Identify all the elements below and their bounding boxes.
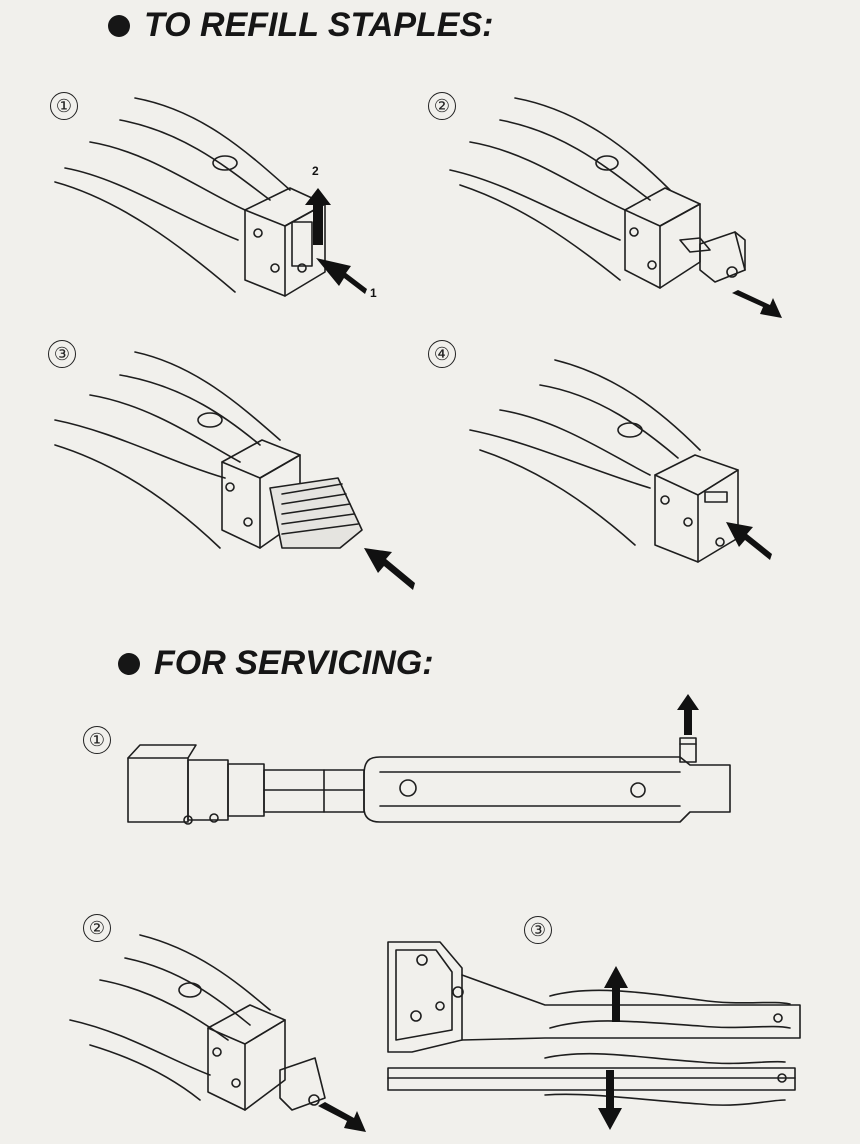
arrow-out-icon (732, 290, 782, 318)
refill-step-1-figure (55, 98, 325, 296)
servicing-step-2-figure (70, 935, 325, 1110)
bullet-icon (108, 14, 130, 37)
refill-step-2-figure (450, 98, 745, 288)
refill-step-3-marker: ③ (48, 340, 76, 368)
servicing-step-1-marker: ① (83, 726, 111, 754)
servicing-step-1-figure (128, 738, 730, 824)
servicing-step-2-marker: ② (83, 914, 111, 942)
arrow-down-icon (598, 1070, 622, 1130)
servicing-step-3-marker: ③ (524, 916, 552, 944)
arrow-label-1: 1 (370, 286, 377, 300)
arrows (305, 188, 782, 1132)
refill-step-3-figure (55, 352, 362, 548)
arrow-up-icon (604, 966, 628, 1022)
arrow-label-2: 2 (312, 164, 319, 178)
refill-heading: TO REFILL STAPLES: (108, 6, 493, 45)
arrow-in-icon (364, 548, 415, 590)
refill-step-2-marker: ② (428, 92, 456, 120)
bullet-icon (118, 652, 140, 675)
refill-step-4-figure (470, 360, 738, 562)
servicing-heading: FOR SERVICING: (118, 644, 434, 683)
arrow-up-icon (677, 694, 699, 735)
arrow-out-icon (318, 1102, 366, 1132)
servicing-title: FOR SERVICING: (154, 644, 434, 682)
arrow-diag-icon (316, 258, 367, 294)
refill-title: TO REFILL STAPLES: (144, 6, 494, 44)
arrow-up-icon (305, 188, 331, 245)
refill-step-4-marker: ④ (428, 340, 456, 368)
refill-step-1-marker: ① (50, 92, 78, 120)
arrow-in-icon (726, 522, 772, 560)
servicing-step-3-figure (388, 942, 800, 1105)
